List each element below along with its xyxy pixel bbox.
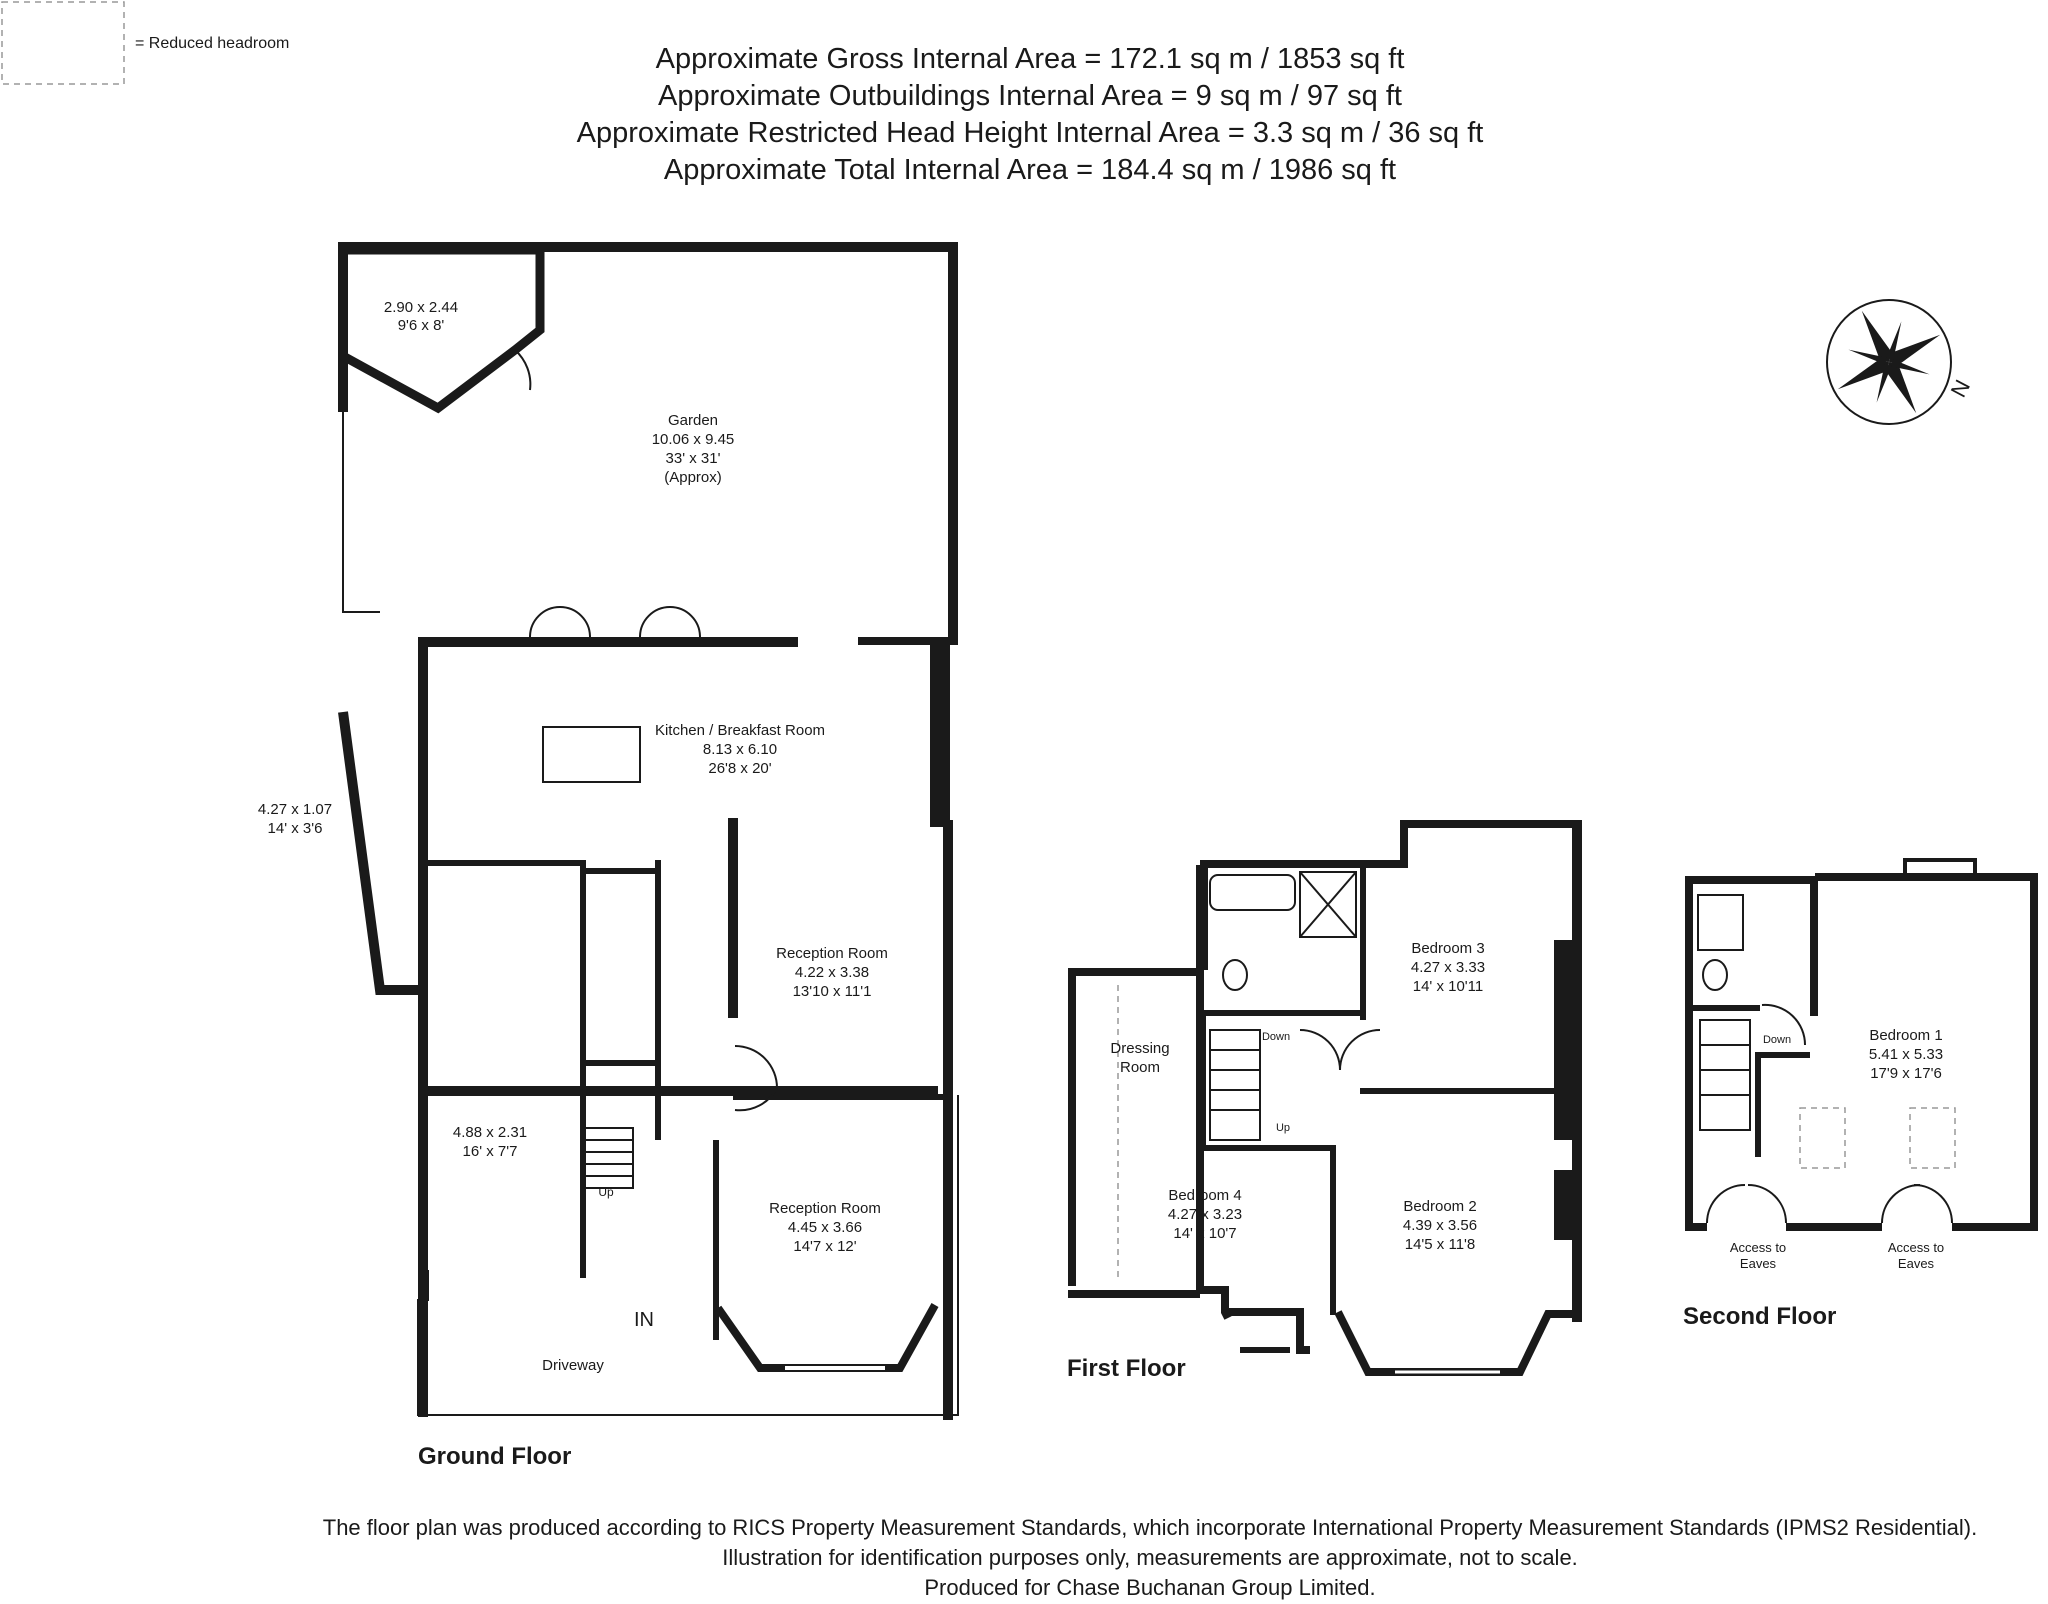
driveway-label: Driveway: [542, 1357, 604, 1374]
restricted-area-text: Approximate Restricted Head Height Inter…: [577, 117, 1484, 149]
bedroom1-name: Bedroom 1: [1869, 1027, 1942, 1044]
kitchen-imperial: 26'8 x 20': [708, 760, 771, 777]
second-floor-plan: [1685, 858, 2038, 1231]
bedroom4-metric: 4.27 x 3.23: [1168, 1206, 1242, 1223]
dressing-line1: Dressing: [1110, 1040, 1169, 1057]
footer-line2: Illustration for identification purposes…: [722, 1545, 1578, 1570]
bedroom2-name: Bedroom 2: [1403, 1198, 1476, 1215]
ground-floor-plan: [338, 242, 959, 1420]
second-stairs-down: Down: [1763, 1034, 1791, 1046]
area-summary: Approximate Gross Internal Area = 172.1 …: [577, 43, 1484, 186]
bedroom2-metric: 4.39 x 3.56: [1403, 1217, 1477, 1234]
kitchen-metric: 8.13 x 6.10: [703, 741, 777, 758]
bedroom3-name: Bedroom 3: [1411, 940, 1484, 957]
footer-line1: The floor plan was produced according to…: [323, 1515, 1978, 1540]
dressing-line2: Room: [1120, 1059, 1160, 1076]
second-floor-labels: Bedroom 1 5.41 x 5.33 17'9 x 17'6 Down A…: [1730, 1027, 1944, 1271]
shower-icon-2: [1697, 894, 1744, 951]
reduced-headroom-swatch: [1, 1, 125, 85]
second-stairs: [1699, 1019, 1751, 1131]
eaves-right-line1: Access to: [1888, 1240, 1944, 1255]
toilet-icon: [1222, 959, 1248, 991]
legend-label: = Reduced headroom: [135, 35, 289, 52]
toilet-icon-2: [1702, 959, 1728, 991]
outbuilding-metric: 2.90 x 2.44: [384, 299, 458, 316]
gross-area-text: Approximate Gross Internal Area = 172.1 …: [656, 43, 1405, 75]
outbuilding-imperial: 9'6 x 8': [398, 317, 445, 334]
first-floor-labels: Dressing Room Bedroom 3 4.27 x 3.33 14' …: [1110, 940, 1485, 1253]
reception1-metric: 4.22 x 3.38: [795, 964, 869, 981]
bedroom1-imperial: 17'9 x 17'6: [1870, 1065, 1942, 1082]
bedroom2-imperial: 14'5 x 11'8: [1405, 1236, 1476, 1253]
reception1-name: Reception Room: [776, 945, 888, 962]
reception2-imperial: 14'7 x 12': [793, 1238, 856, 1255]
kitchen-name: Kitchen / Breakfast Room: [655, 722, 825, 739]
bedroom3-imperial: 14' x 10'11: [1413, 978, 1484, 995]
bedroom4-imperial: 14' x 10'7: [1173, 1225, 1236, 1242]
garage-imperial: 16' x 7'7: [463, 1143, 518, 1160]
eaves-left-line1: Access to: [1730, 1240, 1786, 1255]
first-floor-plan: [1068, 820, 1582, 1376]
footer: The floor plan was produced according to…: [323, 1515, 1978, 1600]
first-stairs-up: Up: [1276, 1122, 1290, 1134]
first-stairs: [1209, 1029, 1261, 1141]
compass-north-label: N: [1946, 376, 1976, 402]
second-floor-title: Second Floor: [1683, 1303, 1836, 1330]
reception1-imperial: 13'10 x 11'1: [793, 983, 872, 1000]
first-stairs-down: Down: [1262, 1031, 1290, 1043]
reception2-metric: 4.45 x 3.66: [788, 1219, 862, 1236]
reception2-name: Reception Room: [769, 1200, 881, 1217]
total-area-text: Approximate Total Internal Area = 184.4 …: [664, 154, 1396, 186]
ground-floor-title: Ground Floor: [418, 1443, 571, 1470]
bedroom3-metric: 4.27 x 3.33: [1411, 959, 1485, 976]
ground-stairs: [584, 1127, 634, 1189]
entrance-label: IN: [634, 1309, 654, 1331]
side-metric: 4.27 x 1.07: [258, 801, 332, 818]
ground-floor-labels: 2.90 x 2.44 9'6 x 8' Garden 10.06 x 9.45…: [258, 299, 888, 1374]
footer-line3: Produced for Chase Buchanan Group Limite…: [924, 1575, 1375, 1600]
eaves-left-line2: Eaves: [1740, 1256, 1777, 1271]
shower-icon: [1299, 871, 1357, 938]
outbuildings-area-text: Approximate Outbuildings Internal Area =…: [658, 80, 1402, 112]
bedroom4-name: Bedroom 4: [1168, 1187, 1241, 1204]
compass-icon: N: [1826, 299, 1976, 425]
bath-icon: [1209, 874, 1296, 911]
bedroom1-metric: 5.41 x 5.33: [1869, 1046, 1943, 1063]
garden-imperial: 33' x 31': [666, 450, 721, 467]
garage-metric: 4.88 x 2.31: [453, 1124, 527, 1141]
legend: = Reduced headroom: [1, 1, 289, 85]
garden-metric: 10.06 x 9.45: [652, 431, 735, 448]
first-floor-title: First Floor: [1067, 1355, 1186, 1382]
ground-stairs-up: Up: [598, 1185, 614, 1199]
side-imperial: 14' x 3'6: [268, 820, 323, 837]
garden-note: (Approx): [664, 469, 722, 486]
garden-name: Garden: [668, 412, 718, 429]
eaves-right-line2: Eaves: [1898, 1256, 1935, 1271]
